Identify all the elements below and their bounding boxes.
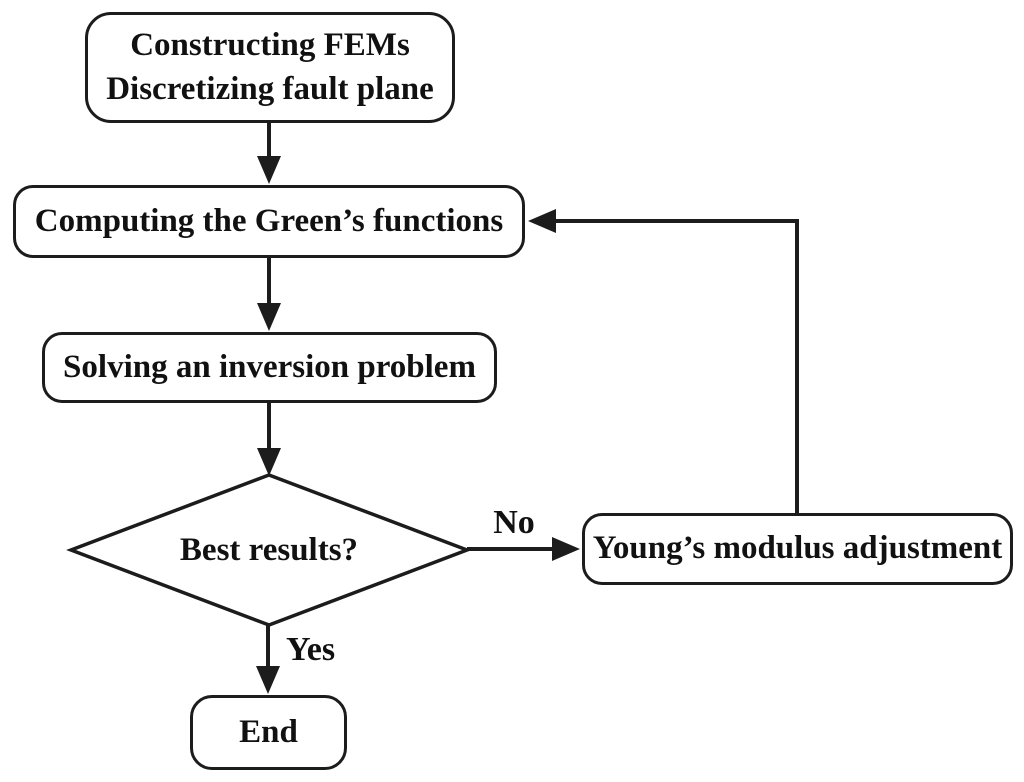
- node-end-label: End: [239, 713, 298, 750]
- decision-label: Best results?: [179, 531, 359, 568]
- edge-label-yes: Yes: [286, 631, 336, 668]
- node-youngs-modulus-adjustment: Young’s modulus adjustment: [582, 513, 1013, 585]
- node-computing-label: Computing the Green’s functions: [34, 202, 504, 239]
- node-solving-label: Solving an inversion problem: [63, 348, 476, 385]
- arrow-yes-head: [256, 666, 280, 694]
- decision-best-results: Best results?: [119, 520, 419, 580]
- node-constructing-line2: Discretizing fault plane: [106, 70, 434, 107]
- arrow-constructing-to-computing-head: [257, 156, 281, 184]
- arrow-solving-to-decision-head: [257, 448, 281, 476]
- node-adjustment-label: Young’s modulus adjustment: [592, 530, 1003, 567]
- edge-label-no: No: [493, 504, 535, 541]
- feedback-arrow-head: [528, 209, 556, 233]
- node-end: End: [190, 695, 347, 770]
- node-computing-greens-functions: Computing the Green’s functions: [13, 185, 525, 258]
- arrow-computing-to-solving-head: [257, 303, 281, 331]
- feedback-line: [553, 219, 799, 513]
- arrow-no-head: [552, 537, 580, 561]
- node-constructing-fems: Constructing FEMs Discretizing fault pla…: [85, 12, 455, 123]
- node-constructing-line1: Constructing FEMs: [130, 26, 410, 63]
- node-solving-inversion-problem: Solving an inversion problem: [42, 332, 497, 403]
